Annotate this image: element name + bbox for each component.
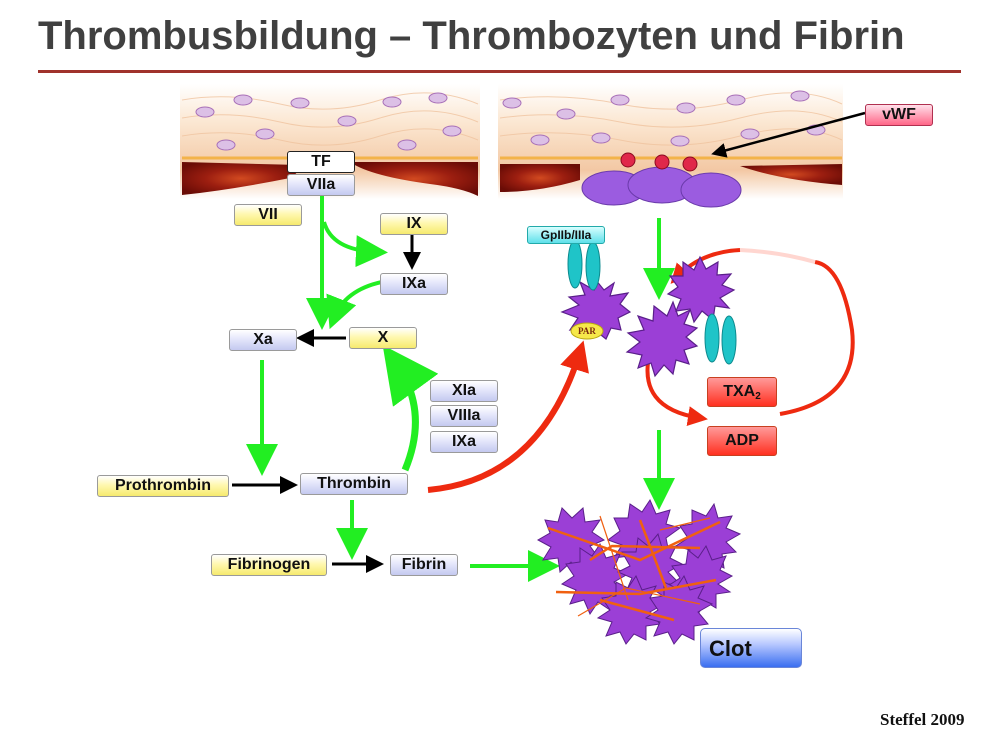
title-underline	[38, 70, 961, 73]
fibrinogen-label: Fibrinogen	[211, 554, 327, 576]
viiia-label: VIIIa	[430, 405, 498, 427]
vwf-molecule	[620, 152, 636, 168]
viia-label: VIIa	[287, 174, 355, 196]
adhered-platelet	[680, 172, 742, 208]
vwf-label: vWF	[865, 104, 933, 126]
thrombin-label: Thrombin	[300, 473, 408, 495]
ix-label: IX	[380, 213, 448, 235]
vwf-molecule	[682, 156, 698, 172]
par-receptor	[570, 322, 604, 340]
vii-label: VII	[234, 204, 302, 226]
txa2-label: TXA2	[707, 377, 777, 407]
ixa-label: IXa	[380, 273, 448, 295]
par-label: PAR	[578, 326, 596, 336]
thrombin-feedback-arrow	[382, 345, 439, 472]
gpiib-receptor	[567, 239, 601, 291]
activated-platelet	[666, 255, 736, 324]
clot-aggregate	[536, 498, 742, 645]
gpiib-iiia-label: GpIIb/IIIa	[527, 226, 605, 244]
prothrombin-label: Prothrombin	[97, 475, 229, 497]
x-label: X	[349, 327, 417, 349]
adp-label: ADP	[707, 426, 777, 456]
ixa-cofactor-label: IXa	[430, 431, 498, 453]
vwf-pointer-arrow	[711, 111, 866, 158]
xia-label: XIa	[430, 380, 498, 402]
fibrin-label: Fibrin	[390, 554, 458, 576]
tf-label: TF	[287, 151, 355, 173]
slide-title: Thrombusbildung – Thrombozyten und Fibri…	[38, 14, 905, 58]
gpiib-receptor	[704, 313, 737, 365]
vwf-molecule	[654, 154, 670, 170]
source-credit: Steffel 2009	[880, 710, 965, 729]
xa-label: Xa	[229, 329, 297, 351]
cascade-black-arrows	[232, 234, 421, 573]
endothelium-right	[498, 84, 843, 208]
clot-label: Clot	[700, 628, 802, 668]
activated-platelet	[625, 300, 699, 378]
cascade-green-arrows	[246, 196, 675, 582]
thrombin-to-par-arrow	[427, 340, 589, 493]
feedback-loop-arrow	[779, 260, 855, 416]
